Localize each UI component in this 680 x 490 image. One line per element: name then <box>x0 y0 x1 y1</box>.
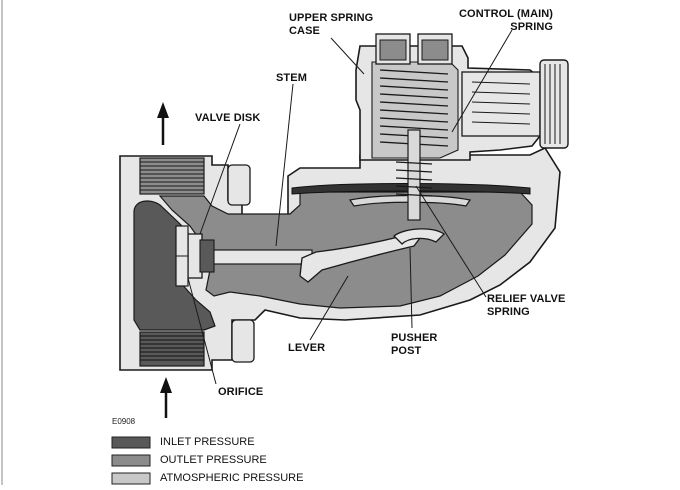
lower-body-lug <box>231 319 255 363</box>
leader-orifice <box>187 277 217 385</box>
orifice <box>175 225 189 287</box>
legend-swatch-atmospheric <box>111 472 151 485</box>
legend-label-inlet: INLET PRESSURE <box>160 436 255 448</box>
leader-relief-valve-spring <box>415 185 487 298</box>
label-orifice: ORIFICE <box>218 386 264 398</box>
lever <box>299 233 422 283</box>
leader-lines <box>187 29 513 385</box>
relief-valve-spring <box>395 161 433 197</box>
outlet-threads <box>139 157 205 195</box>
stem-rod <box>407 129 421 221</box>
inlet-threads <box>139 331 205 367</box>
inlet-pressure-region <box>133 200 216 331</box>
legend-swatch-outlet <box>111 454 151 467</box>
leader-pusher-post <box>409 247 413 329</box>
upper-body-lug <box>227 164 251 206</box>
leader-lever <box>309 275 349 341</box>
outlet-flow-arrow <box>157 102 169 145</box>
vent-assembly <box>461 59 569 149</box>
figure-code: E0908 <box>112 417 136 426</box>
legend-swatch-inlet <box>111 436 151 449</box>
label-relief-valve-spring: RELIEF VALVE SPRING <box>487 293 566 318</box>
label-lever: LEVER <box>288 342 326 354</box>
leader-stem <box>275 83 294 247</box>
pusher-post <box>393 228 446 245</box>
valve-disk <box>187 233 215 279</box>
adjusting-cap <box>375 33 453 65</box>
label-pusher-post: PUSHER POST <box>391 332 438 357</box>
legend-label-outlet: OUTLET PRESSURE <box>160 454 267 466</box>
leader-valve-disk <box>199 123 241 235</box>
label-control-spring: CONTROL (MAIN) SPRING <box>459 8 554 33</box>
label-stem: STEM <box>276 72 307 84</box>
valve-stem <box>211 249 313 265</box>
legend-label-atmospheric: ATMOSPHERIC PRESSURE <box>160 472 304 484</box>
leader-control-spring <box>451 29 513 133</box>
inlet-flow-arrow <box>160 377 172 418</box>
leader-upper-spring-case <box>330 37 365 75</box>
label-upper-spring-case: UPPER SPRING CASE <box>289 12 374 37</box>
label-valve-disk: VALVE DISK <box>195 112 261 124</box>
